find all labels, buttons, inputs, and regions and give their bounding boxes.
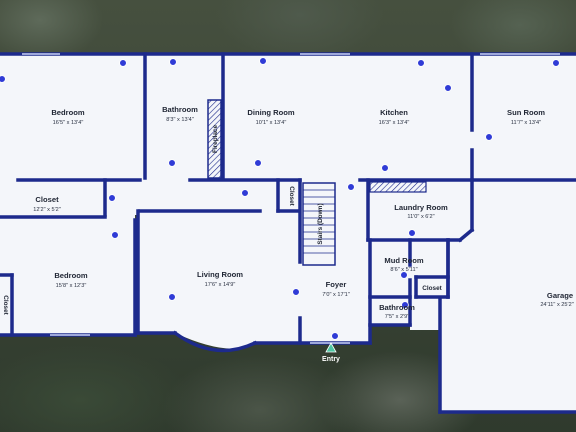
bedroom-sw-name: Bedroom bbox=[54, 271, 88, 280]
marker bbox=[119, 59, 127, 67]
bathroom-s-dims: 7'5" x 2'9" bbox=[385, 314, 409, 320]
marker bbox=[408, 229, 416, 237]
mudroom-name: Mud Room bbox=[384, 256, 423, 265]
windows bbox=[22, 53, 560, 344]
marker bbox=[552, 59, 560, 67]
marker bbox=[347, 183, 355, 191]
marker bbox=[401, 301, 409, 309]
bathroom-n-name: Bathroom bbox=[162, 105, 198, 114]
bedroom-sw-dims: 15'8" x 12'3" bbox=[56, 283, 87, 289]
marker bbox=[108, 194, 116, 202]
closet-hall-label: Closet bbox=[288, 186, 295, 206]
laundry-name: Laundry Room bbox=[394, 203, 448, 212]
marker bbox=[168, 293, 176, 301]
stairs-label: Stairs (Down) bbox=[317, 203, 324, 244]
camera-markers bbox=[0, 57, 560, 340]
dining-dims: 10'1" x 13'4" bbox=[256, 120, 287, 126]
marker bbox=[254, 159, 262, 167]
bedroom-nw-dims: 16'5" x 13'4" bbox=[53, 120, 84, 126]
marker bbox=[381, 164, 389, 172]
bathroom-s-name: Bathroom bbox=[379, 303, 415, 312]
dining-name: Dining Room bbox=[247, 108, 294, 117]
marker bbox=[485, 133, 493, 141]
closet-sw-label: Closet bbox=[2, 295, 9, 315]
marker bbox=[417, 59, 425, 67]
marker bbox=[444, 84, 452, 92]
marker bbox=[259, 57, 267, 65]
marker bbox=[168, 159, 176, 167]
garage-name: Garage bbox=[547, 291, 573, 300]
fireplace-label: Fireplace bbox=[212, 125, 219, 154]
closet-mud-label: Closet bbox=[422, 285, 442, 292]
foyer-dims: 7'0" x 17'1" bbox=[322, 292, 350, 298]
room-labels: Bedroom 16'5" x 13'4" Bathroom 8'3" x 13… bbox=[2, 105, 574, 320]
marker bbox=[169, 58, 177, 66]
foyer-name: Foyer bbox=[326, 280, 347, 289]
bathroom-n-dims: 8'3" x 13'4" bbox=[166, 117, 194, 123]
living-dims: 17'6" x 14'9" bbox=[205, 282, 236, 288]
bedroom-nw-name: Bedroom bbox=[51, 108, 85, 117]
mudroom-dims: 8'6" x 5'11" bbox=[390, 267, 417, 273]
sunroom-name: Sun Room bbox=[507, 108, 545, 117]
marker bbox=[111, 231, 119, 239]
closet-w-dims: 12'2" x 5'2" bbox=[33, 207, 61, 213]
garage-dims: 24'11" x 25'2" bbox=[540, 302, 573, 308]
closet-w-name: Closet bbox=[35, 195, 59, 204]
entry-arrow-icon[interactable] bbox=[325, 342, 337, 353]
fireplace-hatch bbox=[207, 99, 222, 179]
kitchen-name: Kitchen bbox=[380, 108, 408, 117]
laundry-counter bbox=[369, 181, 427, 193]
marker bbox=[400, 271, 408, 279]
marker bbox=[292, 288, 300, 296]
stairs bbox=[302, 182, 336, 266]
laundry-dims: 11'0" x 6'2" bbox=[407, 214, 434, 220]
marker bbox=[241, 189, 249, 197]
kitchen-dims: 16'3" x 13'4" bbox=[379, 120, 410, 126]
marker bbox=[0, 75, 6, 83]
entry-label: Entry bbox=[322, 356, 340, 363]
sunroom-dims: 11'7" x 13'4" bbox=[511, 120, 541, 126]
marker bbox=[331, 332, 339, 340]
living-name: Living Room bbox=[197, 270, 243, 279]
